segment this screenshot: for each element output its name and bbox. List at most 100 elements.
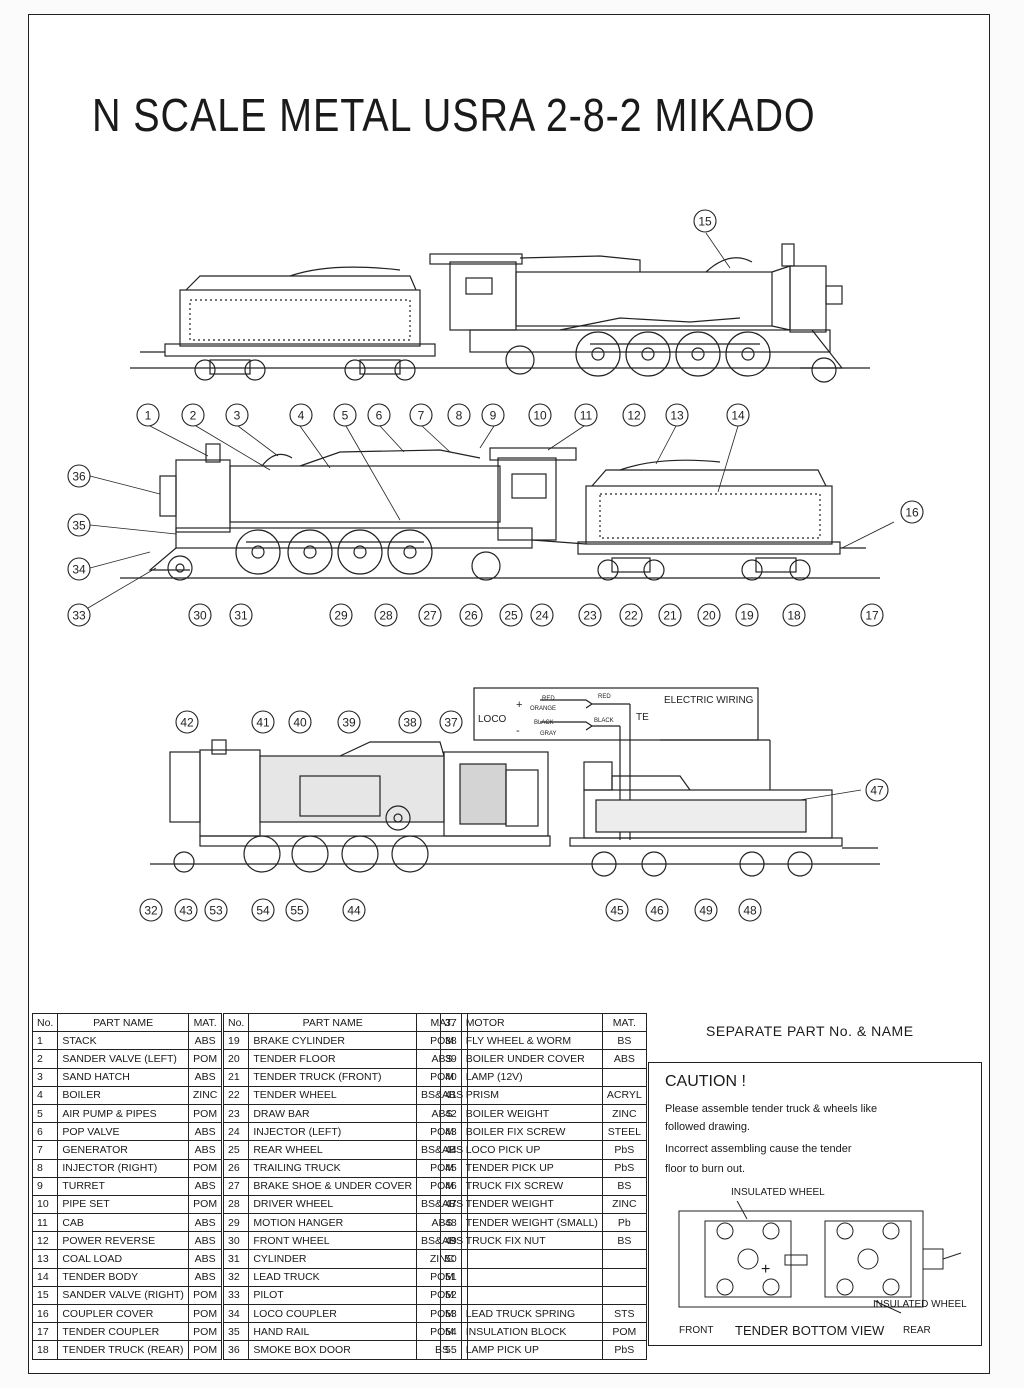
callout-circle: [738, 898, 762, 922]
callout-number: 55: [290, 904, 304, 918]
callout-circle: [204, 898, 228, 922]
part-number: 20: [222, 1049, 250, 1069]
part-number: 9: [31, 1176, 59, 1196]
part-name: LOCO PICK UP: [460, 1140, 603, 1160]
part-material: ABS: [187, 1267, 223, 1287]
caution-line: floor to burn out.: [665, 1163, 746, 1175]
part-number: 54: [440, 1322, 462, 1342]
part-number: 4: [31, 1085, 59, 1105]
part-number: 31: [222, 1249, 250, 1269]
tender-bottom-view-drawing: [678, 1201, 962, 1314]
part-name: SMOKE BOX DOOR: [248, 1340, 418, 1360]
callout-circle: [605, 898, 629, 922]
part-number: 7: [31, 1140, 59, 1160]
part-name: TENDER COUPLER: [57, 1322, 189, 1342]
callout-circle: [619, 603, 643, 627]
callout-circle: [574, 403, 598, 427]
part-number: 11: [31, 1213, 59, 1233]
callout-number: 26: [464, 609, 478, 623]
header-no: 37: [440, 1012, 462, 1033]
part-number: 1: [31, 1031, 59, 1051]
callout-number: 21: [663, 609, 677, 623]
callout-circle: [900, 500, 924, 524]
part-material: [601, 1249, 647, 1269]
callout-circle: [342, 898, 366, 922]
callout-number: 4: [298, 409, 305, 423]
part-material: ABS: [187, 1067, 223, 1087]
caution-line: followed drawing.: [665, 1121, 750, 1133]
part-material: POM: [187, 1103, 223, 1124]
callout-circle: [726, 403, 750, 427]
part-number: 32: [222, 1267, 250, 1287]
callout-circle: [188, 603, 212, 627]
callout-number: 43: [179, 904, 193, 918]
part-name: LAMP (12V): [460, 1067, 603, 1087]
callout-circle: [337, 710, 361, 734]
part-name: LEAD TRUCK: [248, 1267, 418, 1287]
callout-number: 19: [740, 609, 754, 623]
part-name: BRAKE CYLINDER: [248, 1031, 418, 1051]
part-number: 44: [440, 1140, 462, 1160]
callout-circle: [439, 710, 463, 734]
callout-number: 29: [334, 609, 348, 623]
callout-circle: [139, 898, 163, 922]
callout-circle: [67, 557, 91, 581]
wiring-black-label: BLACK: [534, 720, 554, 726]
part-material: POM: [187, 1322, 223, 1342]
callout-circle: [665, 403, 689, 427]
part-name: TENDER WEIGHT: [460, 1194, 603, 1215]
callout-circle: [285, 898, 309, 922]
callout-circle: [528, 403, 552, 427]
part-name: TRUCK FIX NUT: [460, 1231, 603, 1251]
locomotive-diagrams: 1512345678910111213141617181920212223242…: [67, 209, 924, 922]
part-material: ZINC: [601, 1103, 647, 1124]
callout-circle: [694, 898, 718, 922]
part-number: 22: [222, 1085, 250, 1105]
part-name: FLY WHEEL & WORM: [460, 1031, 603, 1051]
wiring-plus: +: [516, 699, 522, 711]
part-name: POP VALVE: [57, 1122, 189, 1142]
part-material: ABS: [187, 1249, 223, 1269]
callout-circle: [693, 209, 717, 233]
callout-number: 38: [403, 716, 417, 730]
callout-circle: [329, 603, 353, 627]
part-material: BS: [601, 1176, 647, 1196]
part-name: TENDER BODY: [57, 1267, 189, 1287]
callout-number: 25: [504, 609, 518, 623]
part-name: BOILER: [57, 1085, 189, 1105]
callout-number: 11: [580, 409, 593, 423]
part-number: 52: [440, 1285, 462, 1306]
part-name: REAR WHEEL: [248, 1140, 418, 1160]
callout-circle: [865, 778, 889, 802]
part-number: 55: [440, 1340, 462, 1360]
callout-circle: [622, 403, 646, 427]
part-number: 18: [31, 1340, 59, 1360]
part-number: 51: [440, 1267, 462, 1287]
part-number: 24: [222, 1122, 250, 1142]
header-mat: MAT.: [601, 1012, 647, 1033]
part-name: [460, 1267, 603, 1287]
header-part-name: PART NAME: [57, 1012, 189, 1033]
part-name: SAND HATCH: [57, 1067, 189, 1087]
header-motor: MOTOR: [460, 1012, 603, 1033]
part-number: 40: [440, 1067, 462, 1087]
part-number: 26: [222, 1158, 250, 1178]
callout-number: 28: [379, 609, 393, 623]
part-name: [460, 1285, 603, 1306]
part-name: LEAD TRUCK SPRING: [460, 1303, 603, 1324]
callout-number: 48: [743, 904, 757, 918]
